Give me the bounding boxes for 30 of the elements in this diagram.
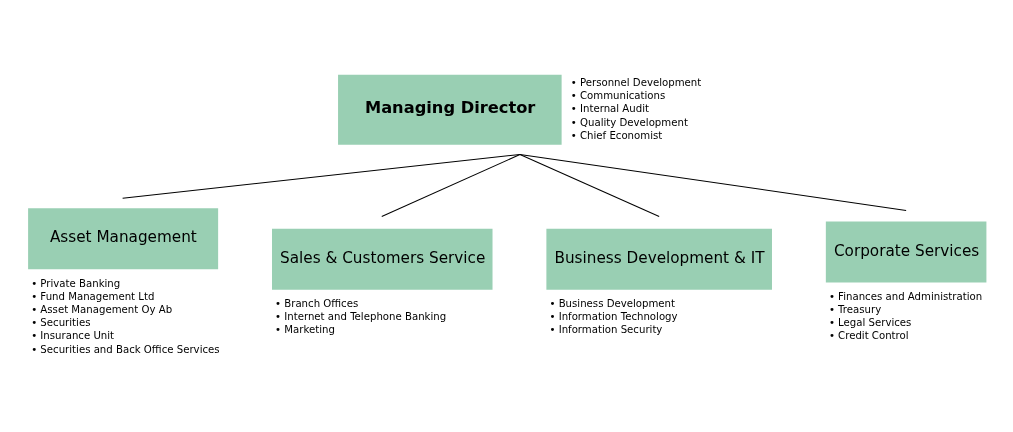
node-label: • Communications xyxy=(570,89,665,101)
node-box: Sales & Customers Service xyxy=(271,228,492,290)
node-label: • Marketing xyxy=(274,323,335,335)
node-box: Corporate Services xyxy=(825,221,986,283)
node-label: • Business Development xyxy=(548,297,675,309)
node-label: • Credit Control xyxy=(828,329,909,341)
node-box: Managing Director xyxy=(337,74,562,145)
connector xyxy=(121,153,520,199)
node-box: Asset Management xyxy=(27,207,218,269)
node-label: • Insurance Unit xyxy=(30,329,114,341)
node-label: • Finances and Administration xyxy=(828,290,982,302)
node-box: Business Development & IT xyxy=(545,228,772,290)
node-label: • Chief Economist xyxy=(570,129,662,141)
connector xyxy=(518,153,907,211)
node-label: • Internet and Telephone Banking xyxy=(274,310,446,322)
node-label: • Legal Services xyxy=(828,316,911,328)
node-label: • Fund Management Ltd xyxy=(30,290,154,302)
node-label: • Securities and Back Office Services xyxy=(30,343,220,355)
node-label: • Securities xyxy=(30,316,90,328)
node-label: • Asset Management Oy Ab xyxy=(30,303,172,315)
node-label: • Branch Offices xyxy=(274,297,358,309)
connector xyxy=(518,153,660,217)
node-label: • Quality Development xyxy=(570,116,688,128)
node-label: • Internal Audit xyxy=(570,102,649,114)
node-label: • Treasury xyxy=(828,303,881,315)
node-label: • Personnel Development xyxy=(570,76,701,88)
node-label: • Information Technology xyxy=(548,310,678,322)
connector xyxy=(380,153,520,217)
node-label: • Information Security xyxy=(548,323,662,335)
node-label: • Private Banking xyxy=(30,277,120,289)
